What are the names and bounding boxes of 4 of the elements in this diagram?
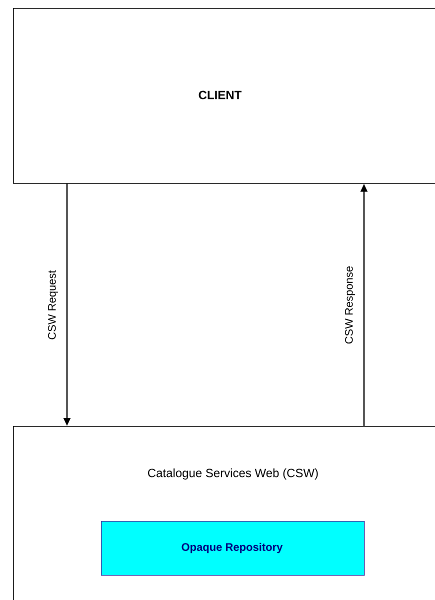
repository-box: Opaque Repository bbox=[101, 521, 365, 576]
edge-label: CSW Response bbox=[345, 266, 355, 344]
client-box: CLIENT bbox=[13, 8, 435, 184]
edge-label: CSW Request bbox=[48, 270, 58, 340]
